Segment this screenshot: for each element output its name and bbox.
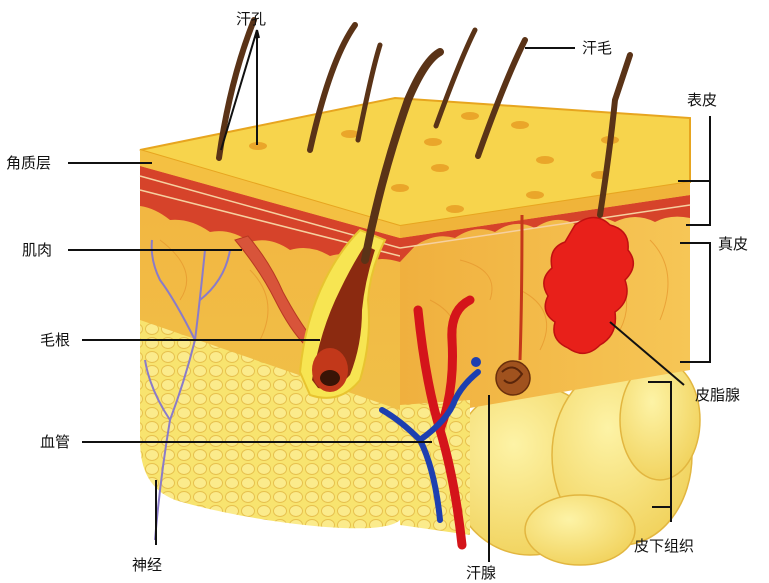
label-subcutaneous-tissue: 皮下组织 bbox=[634, 537, 694, 555]
label-sweat-pore: 汗孔 bbox=[236, 10, 266, 28]
label-muscle: 肌肉 bbox=[22, 241, 52, 259]
label-nerve: 神经 bbox=[132, 556, 162, 574]
label-epidermis: 表皮 bbox=[687, 91, 717, 109]
label-sweat-gland: 汗腺 bbox=[466, 564, 496, 582]
label-stratum-corneum: 角质层 bbox=[6, 154, 51, 172]
label-blood-vessel: 血管 bbox=[40, 433, 70, 451]
label-sebaceous-gland: 皮脂腺 bbox=[695, 386, 740, 404]
label-hair-root: 毛根 bbox=[40, 331, 70, 349]
skin-block bbox=[140, 20, 700, 565]
label-dermis: 真皮 bbox=[718, 235, 748, 253]
label-body-hair: 汗毛 bbox=[582, 39, 612, 57]
